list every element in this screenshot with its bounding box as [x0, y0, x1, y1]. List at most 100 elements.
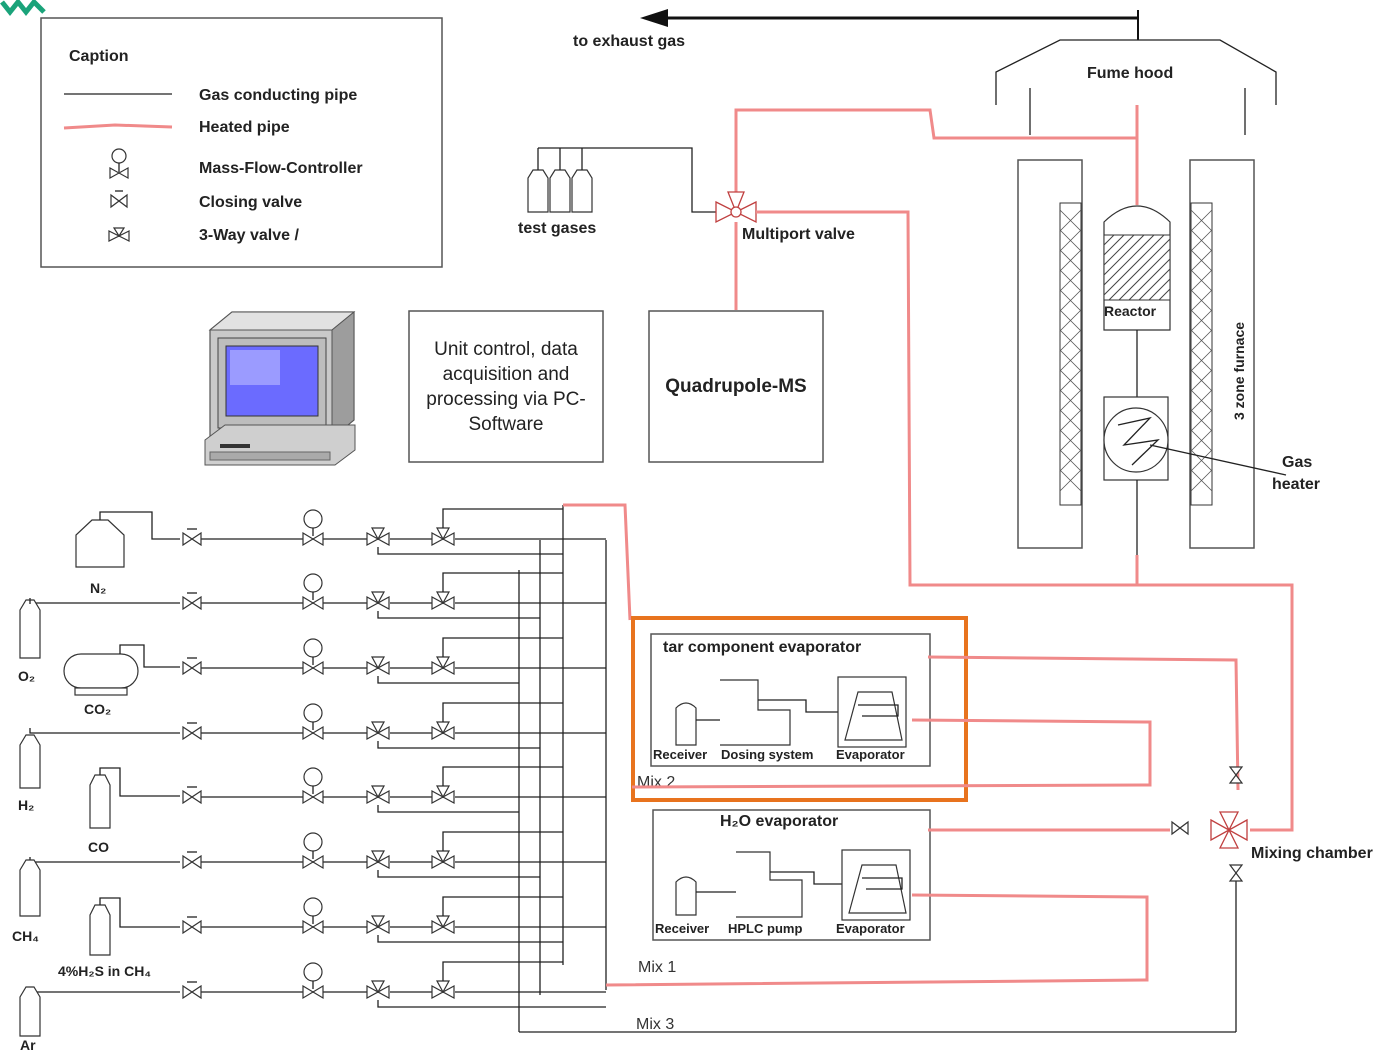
three-way-valve-icon — [367, 722, 389, 739]
three-way-valve-icon — [432, 851, 454, 868]
multiport-valve-label: Multiport valve — [742, 226, 855, 243]
co-bottle-icon — [90, 768, 180, 828]
test-gases-label: test gases — [518, 220, 596, 237]
mix1-label: Mix 1 — [638, 959, 676, 976]
furnace-label: 3 zone furnace — [1231, 322, 1247, 420]
three-way-valve-icon — [432, 981, 454, 998]
three-way-valve-icon — [432, 786, 454, 803]
closing-valve-icon — [183, 529, 201, 545]
three-way-valve-icon — [367, 981, 389, 998]
mix3-label: Mix 3 — [636, 1016, 674, 1033]
mix2-closing-valve-icon — [1230, 767, 1242, 783]
mix3-closing-valve-icon — [1230, 865, 1242, 881]
gas-row — [183, 767, 606, 812]
three-way-valve-icon — [367, 786, 389, 803]
gas-label-ch4: CH₄ — [12, 928, 39, 944]
caption-closing-valve-label: Closing valve — [199, 194, 302, 211]
tar-evaporator-icon — [838, 677, 906, 747]
gas-row — [183, 897, 606, 942]
caption-heated-pipe-label: Heated pipe — [199, 119, 290, 136]
gas-row — [183, 638, 606, 683]
mfc-icon — [303, 704, 323, 739]
h2-bottle-icon — [20, 735, 40, 788]
quadrupole-ms-label: Quadrupole-MS — [665, 376, 806, 397]
pc-software-box — [409, 311, 603, 462]
gas-label-h2: H₂ — [18, 797, 34, 813]
closing-valve-icon — [183, 917, 201, 933]
pc-software-line-2: acquisition and — [443, 364, 570, 385]
test-gases-bottles — [528, 148, 718, 212]
heated-pipe-mixing-to-reactor — [1137, 585, 1292, 830]
pc-software-line-3: processing via PC- — [426, 389, 585, 410]
pc-software-line-4: Software — [469, 414, 544, 435]
h2o-receiver-label: Receiver — [655, 921, 709, 936]
three-way-valve-icon — [432, 592, 454, 609]
caption-mfc-label: Mass-Flow-Controller — [199, 160, 363, 177]
three-way-valve-icon — [367, 592, 389, 609]
mfc-icon — [303, 833, 323, 868]
hplc-pump-label: HPLC pump — [728, 921, 802, 936]
pc-software-line-1: Unit control, data — [434, 339, 578, 360]
closing-valve-icon — [183, 723, 201, 739]
h2o-evaporator-icon — [842, 850, 910, 920]
three-way-valve-icon — [432, 722, 454, 739]
gas-label-n2: N₂ — [90, 580, 106, 596]
three-way-valve-icon — [367, 528, 389, 545]
three-way-valve-icon — [432, 528, 454, 545]
h2o-evaporator-title: H₂O evaporator — [720, 813, 838, 830]
caption-3way-label: 3-Way valve / — [199, 227, 299, 244]
reactor-label: Reactor — [1104, 303, 1157, 319]
closing-valve-icon — [183, 787, 201, 803]
co2-tank-icon — [64, 645, 180, 695]
ch4-bottle-icon — [20, 860, 40, 916]
h2o-evap-label: Evaporator — [836, 921, 905, 936]
tar-receiver-icon — [676, 703, 696, 745]
multiport-valve-icon — [716, 192, 756, 222]
tar-receiver-label: Receiver — [653, 747, 707, 762]
gas-label-co2: CO₂ — [84, 701, 111, 717]
gas-label-ar: Ar — [20, 1037, 36, 1053]
three-way-valve-icon — [432, 916, 454, 933]
tar-dosing-label: Dosing system — [721, 747, 813, 762]
ar-bottle-icon — [20, 987, 40, 1036]
three-way-valve-icon — [367, 851, 389, 868]
mfc-icon — [303, 510, 323, 545]
mfc-icon — [303, 898, 323, 933]
gas-heater-label-2: heater — [1272, 476, 1320, 493]
mfc-icon — [303, 768, 323, 803]
caption-title: Caption — [69, 48, 129, 65]
mfc-icon — [303, 574, 323, 609]
exhaust-arrow — [640, 9, 668, 27]
h2o-receiver-icon — [676, 877, 696, 915]
gas-label-h2s: 4%H₂S in CH₄ — [58, 963, 151, 979]
closing-valve-icon — [183, 658, 201, 674]
caption-legend: Caption Gas conducting pipe Heated pipe … — [41, 18, 442, 267]
gas-label-co: CO — [88, 839, 109, 855]
tar-evaporator-title: tar component evaporator — [663, 639, 861, 656]
three-way-valve-icon — [367, 657, 389, 674]
n2-bottle-icon — [76, 512, 180, 567]
closing-valve-icon — [183, 852, 201, 868]
exhaust-label: to exhaust gas — [573, 33, 685, 50]
mfc-icon — [303, 963, 323, 998]
closing-valve-icon — [183, 593, 201, 609]
three-way-valve-icon — [432, 657, 454, 674]
closing-valve-icon — [183, 982, 201, 998]
three-way-valve-icon — [367, 916, 389, 933]
gas-heater-label-1: Gas — [1282, 454, 1312, 471]
mixing-chamber-icon — [1211, 812, 1247, 848]
o2-bottle-icon — [20, 600, 40, 658]
computer-icon — [205, 312, 355, 465]
tar-evap-label: Evaporator — [836, 747, 905, 762]
h2s-bottle-icon — [90, 898, 180, 955]
mixing-chamber-label: Mixing chamber — [1251, 845, 1373, 862]
logo-fragment — [2, 2, 44, 12]
gas-label-o2: O₂ — [18, 668, 35, 684]
mfc-icon — [303, 639, 323, 674]
mix1-closing-valve-icon — [1172, 822, 1188, 834]
heated-pipe-tar-out — [928, 657, 1238, 790]
caption-gas-pipe-label: Gas conducting pipe — [199, 87, 357, 104]
gas-row — [183, 509, 606, 554]
fume-hood-label: Fume hood — [1087, 65, 1173, 82]
